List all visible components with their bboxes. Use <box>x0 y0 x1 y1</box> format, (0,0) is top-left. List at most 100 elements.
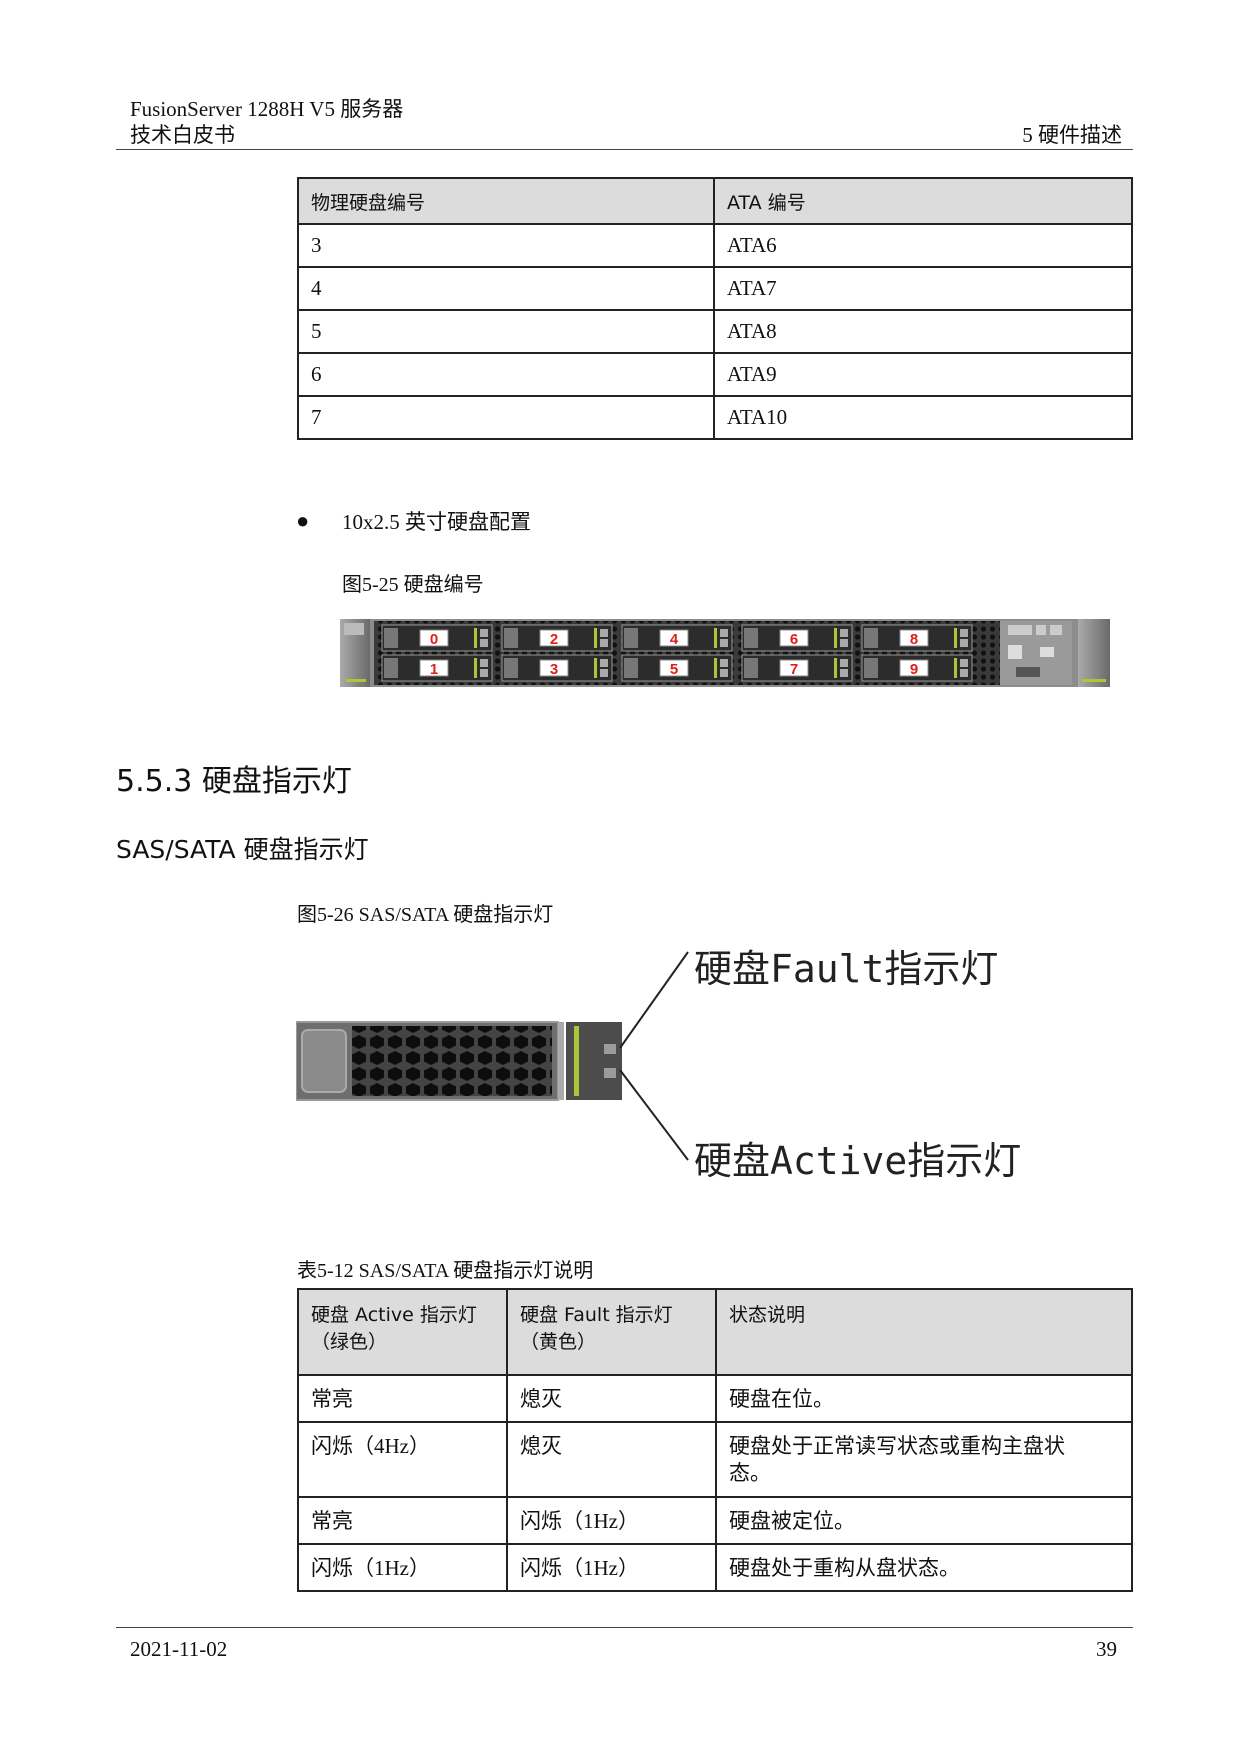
drive-slot: 2 <box>501 624 613 652</box>
table-cell: 闪烁（1Hz） <box>506 1543 717 1592</box>
slot-label-box <box>419 659 449 677</box>
bullet-dot-icon: ● <box>296 508 310 533</box>
header-cell-fault: 硬盘 Fault 指示灯 （黄色） <box>506 1288 717 1376</box>
figure-26-caption: 图5-26 SAS/SATA 硬盘指示灯 <box>297 904 554 926</box>
slot-label-box <box>659 629 689 647</box>
fault-led-icon <box>604 1044 616 1054</box>
table-cell: 硬盘在位。 <box>715 1374 1133 1423</box>
figure-25-caption: 图5-25 硬盘编号 <box>342 574 484 596</box>
usb-port-icon <box>1016 667 1040 677</box>
table-cell: 闪烁（4Hz） <box>297 1421 508 1498</box>
header-line: （绿色） <box>311 1331 388 1353</box>
callout-lines <box>619 951 689 1161</box>
footer-page-number: 39 <box>1096 1637 1117 1661</box>
table-12-caption: 表5-12 SAS/SATA 硬盘指示灯说明 <box>297 1260 594 1282</box>
drive-slot: 7 <box>741 654 853 682</box>
header-cell: 物理硬盘编号 <box>297 177 715 225</box>
slot-label-box <box>659 659 689 677</box>
header-cell-active: 硬盘 Active 指示灯 （绿色） <box>297 1288 508 1376</box>
header-line: （黄色） <box>520 1331 597 1353</box>
section-heading: 5.5.3 硬盘指示灯 <box>116 764 352 799</box>
table-cell: 常亮 <box>297 1374 508 1423</box>
table-cell: 闪烁（1Hz） <box>297 1543 508 1592</box>
slot-number: 0 <box>430 631 438 648</box>
slot-label-box <box>779 629 809 647</box>
header-line: 状态说明 <box>729 1304 806 1326</box>
table-cell: 闪烁（1Hz） <box>506 1496 717 1545</box>
table-header-row: 物理硬盘编号 ATA 编号 <box>297 177 1133 225</box>
slot-number: 2 <box>550 631 558 648</box>
table-cell: ATA8 <box>713 309 1133 354</box>
slot-number: 5 <box>670 661 678 678</box>
table-cell: 硬盘被定位。 <box>715 1496 1133 1545</box>
header-line: 硬盘 Fault 指示灯 <box>520 1304 673 1326</box>
table-cell: ATA7 <box>713 266 1133 311</box>
led-status-table: 硬盘 Active 指示灯（绿色） 硬盘 Fault 指示灯（黄色） 状态说明 … <box>297 1288 1133 1592</box>
header-product: FusionServer 1288H V5 服务器 <box>130 97 404 121</box>
table-cell: 4 <box>297 266 715 311</box>
table-cell: ATA9 <box>713 352 1133 397</box>
slot-number: 8 <box>910 631 918 648</box>
table-cell: ATA6 <box>713 223 1133 268</box>
active-led-icon <box>604 1068 616 1078</box>
drive-slot: 0 <box>381 624 493 652</box>
table-cell: 熄灭 <box>506 1421 717 1498</box>
subsection-heading: SAS/SATA 硬盘指示灯 <box>116 835 369 864</box>
table-row: 常亮 闪烁（1Hz） 硬盘被定位。 <box>297 1496 1133 1545</box>
footer-rule <box>116 1627 1133 1628</box>
green-stripe <box>574 1026 579 1096</box>
header-chapter: 5 硬件描述 <box>1022 123 1122 147</box>
slot-label-box <box>539 629 569 647</box>
table-cell: ATA10 <box>713 395 1133 440</box>
slot-label-box <box>539 659 569 677</box>
table-header-row: 硬盘 Active 指示灯 （绿色） 硬盘 Fault 指示灯 （黄色） 状态说明 <box>297 1288 1133 1376</box>
drive-slot: 5 <box>621 654 733 682</box>
header-doc-type: 技术白皮书 <box>130 123 235 147</box>
slot-number: 1 <box>430 661 438 678</box>
server-front-panel-diagram: 0 1 2 3 4 5 6 7 8 9 <box>340 619 1110 687</box>
table-cell: 常亮 <box>297 1496 508 1545</box>
table-row: 闪烁（4Hz） 熄灭 硬盘处于正常读写状态或重构主盘状态。 <box>297 1421 1133 1498</box>
fault-led-label: 硬盘Fault指示灯 <box>694 947 999 991</box>
bullet-item: 10x2.5 英寸硬盘配置 <box>342 510 531 534</box>
table-cell: 3 <box>297 223 715 268</box>
drive-slot: 1 <box>381 654 493 682</box>
header-rule <box>116 149 1133 150</box>
right-ear <box>1078 619 1110 687</box>
slot-number: 7 <box>790 661 798 678</box>
header-line: 硬盘 Active 指示灯 <box>311 1304 477 1326</box>
table-row: 常亮 熄灭 硬盘在位。 <box>297 1374 1133 1423</box>
slot-number: 4 <box>670 631 679 648</box>
drive-slot: 4 <box>621 624 733 652</box>
slot-number: 3 <box>550 661 558 678</box>
table-cell: 熄灭 <box>506 1374 717 1423</box>
slot-number: 9 <box>910 661 918 678</box>
drive-slot: 3 <box>501 654 613 682</box>
drive-carrier-diagram <box>296 1021 622 1101</box>
drive-slots: 0 1 2 3 4 5 6 7 8 9 <box>381 624 973 682</box>
drive-slot: 8 <box>861 624 973 652</box>
active-led-label: 硬盘Active指示灯 <box>694 1139 1022 1183</box>
header-cell: ATA 编号 <box>713 177 1133 225</box>
table-cell: 硬盘处于重构从盘状态。 <box>715 1543 1133 1592</box>
table-row: 闪烁（1Hz） 闪烁（1Hz） 硬盘处于重构从盘状态。 <box>297 1543 1133 1592</box>
table-cell: 硬盘处于正常读写状态或重构主盘状态。 <box>715 1421 1133 1498</box>
table-cell: 6 <box>297 352 715 397</box>
table-cell: 5 <box>297 309 715 354</box>
table-cell: 7 <box>297 395 715 440</box>
slot-label-box <box>899 629 929 647</box>
footer-date: 2021-11-02 <box>130 1637 228 1661</box>
slot-label-box <box>899 659 929 677</box>
drive-slot: 9 <box>861 654 973 682</box>
slot-number: 6 <box>790 631 798 648</box>
header-cell-status: 状态说明 <box>715 1288 1133 1376</box>
drive-slot: 6 <box>741 624 853 652</box>
slot-label-box <box>779 659 809 677</box>
slot-label-box <box>419 629 449 647</box>
